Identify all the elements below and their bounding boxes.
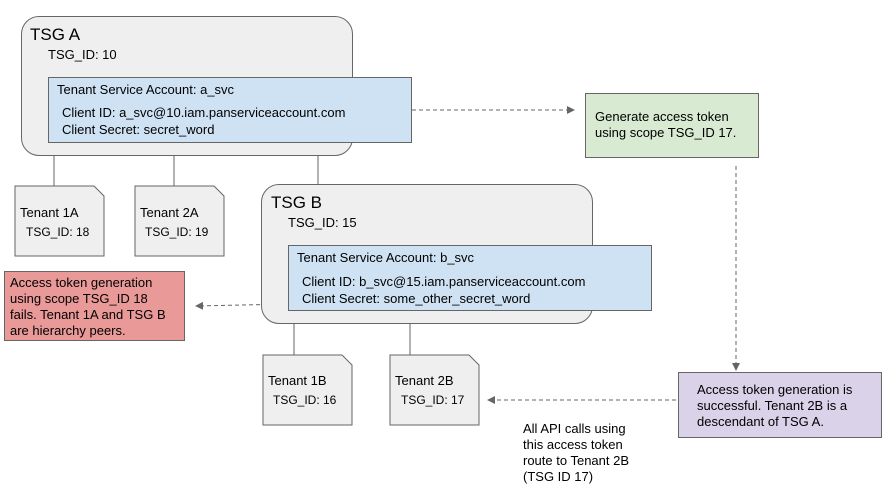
- tsg-b-title: TSG B: [271, 193, 323, 212]
- tsg-a-service-account: Tenant Service Account: a_svc Client ID:…: [48, 77, 412, 143]
- client-id: Client ID: a_svc@10.iam.panserviceaccoun…: [62, 105, 346, 120]
- client-secret: Client Secret: secret_word: [62, 122, 215, 137]
- client-id: Client ID: b_svc@15.iam.panserviceaccoun…: [302, 274, 586, 289]
- note-line: All API calls using: [523, 421, 626, 436]
- note-line: using scope TSG_ID 18: [10, 291, 148, 306]
- tenant-1a-name: Tenant 1A: [20, 205, 79, 220]
- tsg-b-id: TSG_ID: 15: [288, 215, 357, 230]
- note-line: Access token generation: [10, 275, 153, 290]
- note-line: route to Tenant 2B: [523, 453, 630, 468]
- tenant-2a-id: TSG_ID: 19: [145, 225, 209, 239]
- tenant-1b-id: TSG_ID: 16: [273, 393, 337, 407]
- client-secret: Client Secret: some_other_secret_word: [302, 291, 531, 306]
- note-line: fails. Tenant 1A and TSG B: [10, 307, 166, 322]
- tenant-2b-shape: [389, 354, 480, 426]
- service-account-title: Tenant Service Account: b_svc: [297, 250, 475, 265]
- note-line: (TSG ID 17): [523, 469, 594, 484]
- tsg-a-title: TSG A: [30, 25, 81, 44]
- tenant-2a-shape: [134, 185, 225, 257]
- tenant-1a-shape: [14, 185, 105, 257]
- tenant-1b-shape: [262, 354, 353, 426]
- success-note: Access token generation is successful. T…: [678, 372, 882, 438]
- tenant-2b-id: TSG_ID: 17: [401, 393, 465, 407]
- generate-token-note: Generate access token using scope TSG_ID…: [585, 93, 759, 158]
- note-line: descendant of TSG A.: [697, 414, 824, 429]
- tsg-a-id: TSG_ID: 10: [48, 47, 117, 62]
- note-line: using scope TSG_ID 17.: [595, 125, 737, 140]
- note-line: Access token generation is: [697, 382, 853, 397]
- note-line: are hierarchy peers.: [10, 323, 126, 338]
- service-account-title: Tenant Service Account: a_svc: [57, 82, 235, 97]
- note-line: successful. Tenant 2B is a: [697, 398, 848, 413]
- note-line: this access token: [523, 437, 623, 452]
- tenant-2b-name: Tenant 2B: [395, 373, 454, 388]
- route-note: All API calls using this access token ro…: [523, 421, 629, 485]
- tenant-1a-id: TSG_ID: 18: [26, 225, 90, 239]
- tenant-2a-name: Tenant 2A: [140, 205, 199, 220]
- note-line: Generate access token: [595, 109, 729, 124]
- tsg-b-service-account: Tenant Service Account: b_svc Client ID:…: [288, 245, 652, 311]
- failure-note: Access token generation using scope TSG_…: [4, 271, 185, 341]
- tenant-1b-name: Tenant 1B: [268, 373, 327, 388]
